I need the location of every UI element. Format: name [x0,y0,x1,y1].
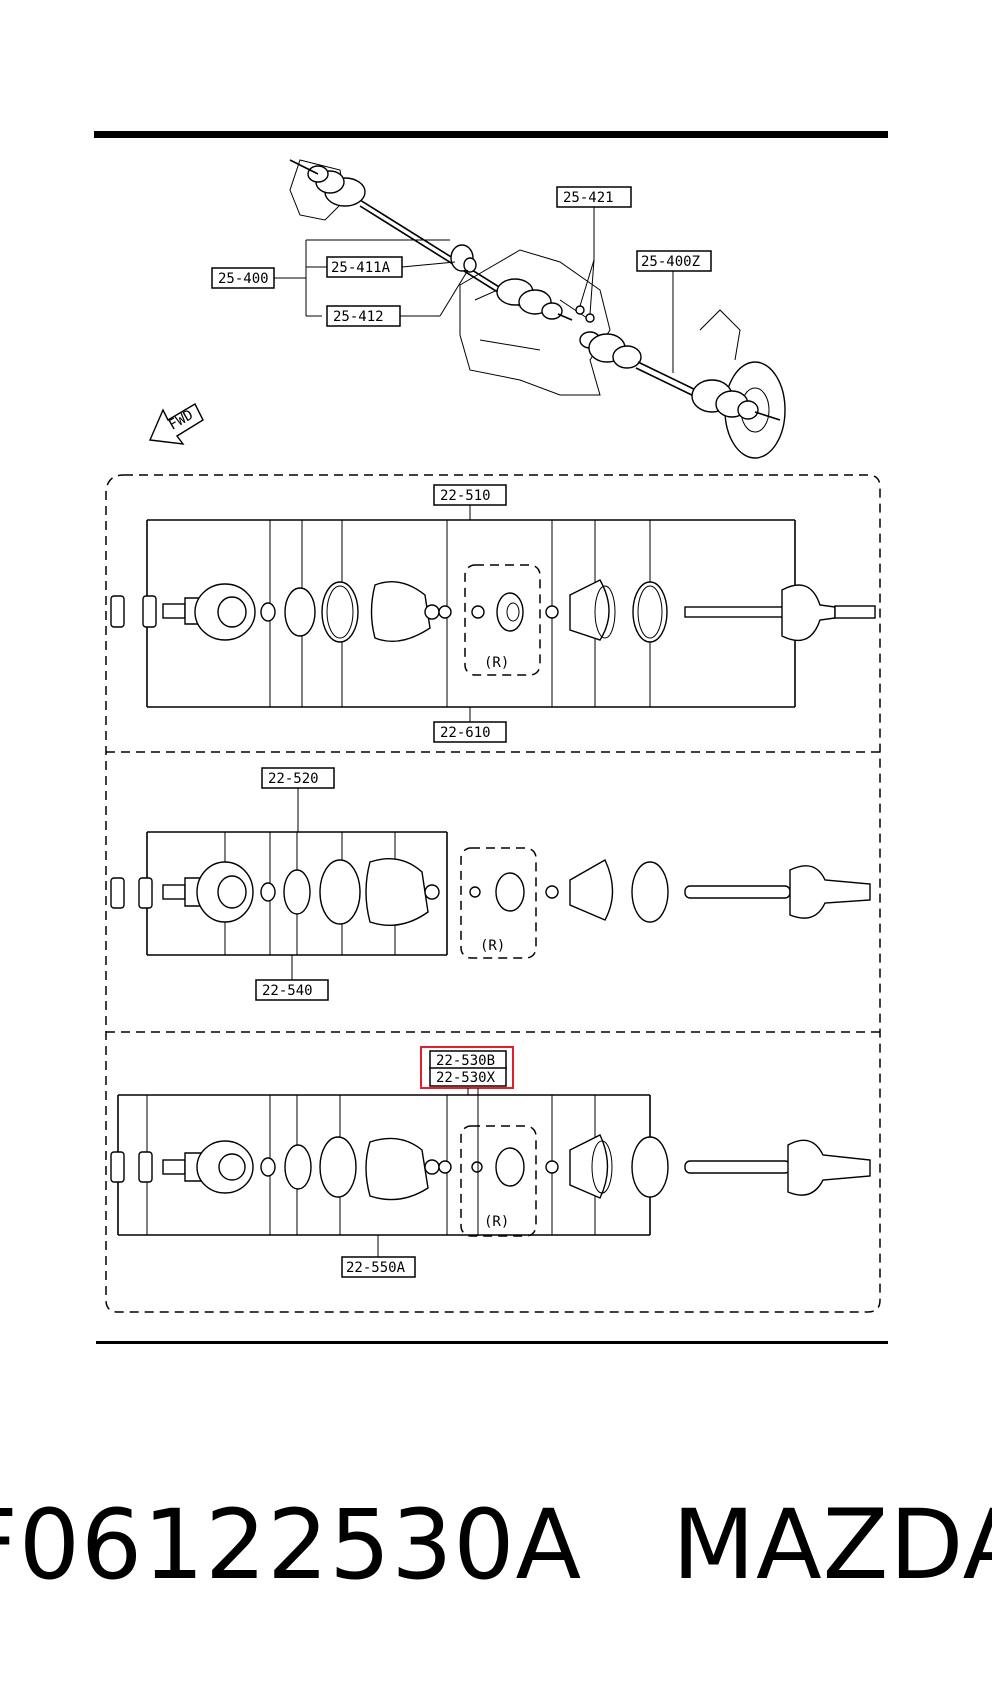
section1-r-label: (R) [484,655,509,671]
callout-22-550a: 22-550A [346,1260,406,1276]
callout-25-400: 25-400 [218,271,269,287]
overview-assembly: 25-421 25-400 25-411A 25-412 25-400Z FWD [148,159,786,459]
bottom-rule [96,1341,888,1344]
callout-25-421: 25-421 [563,190,614,206]
callout-22-530x: 22-530X [436,1070,496,1086]
callout-25-400z: 25-400Z [641,254,700,270]
fwd-arrow-icon: FWD [148,403,204,445]
brand-name: MAZDA [672,1489,992,1601]
callout-22-610: 22-610 [440,725,491,741]
callout-22-510: 22-510 [440,488,491,504]
callout-25-412: 25-412 [333,309,384,325]
sections-frame [105,474,881,1313]
callout-25-411a: 25-411A [331,260,391,276]
section-2: (R) 22-520 22-540 [110,767,871,1001]
highlight-box [420,1046,514,1089]
part-number: F06122530A [0,1489,583,1601]
section2-r-label: (R) [480,938,505,954]
section-1: (R) 22-510 22-610 [110,484,876,743]
callout-22-520: 22-520 [268,771,319,787]
callout-22-530b: 22-530B [436,1053,495,1069]
callout-22-540: 22-540 [262,983,313,999]
section-3: (R) 22-530B 22-530X 22-550A [110,1046,871,1278]
footer-caption: F06122530A MAZDA [0,1489,992,1601]
top-rule [94,131,888,138]
section3-r-label: (R) [484,1214,509,1230]
